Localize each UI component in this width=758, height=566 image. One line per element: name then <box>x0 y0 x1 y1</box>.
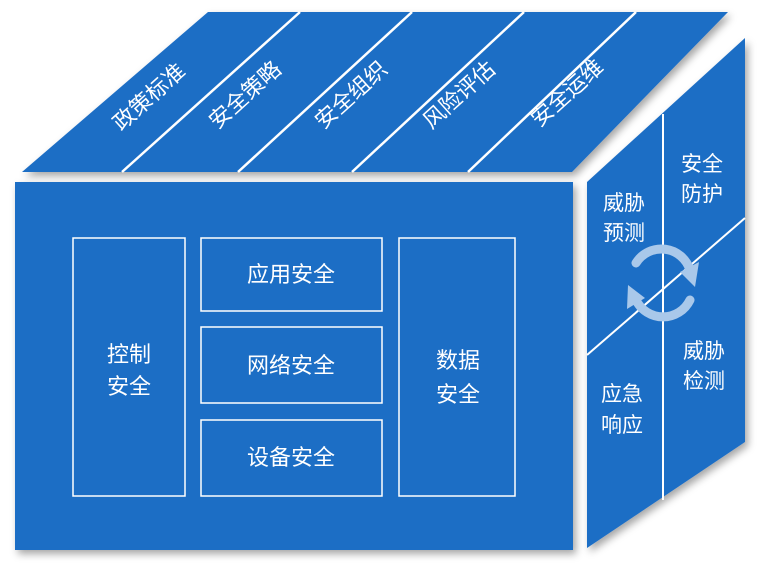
side-face-panel <box>587 38 745 548</box>
device-security-box <box>200 419 383 497</box>
front-face-panel <box>15 182 573 550</box>
top-face-divider <box>237 11 413 173</box>
front-face: 控制 安全 应用安全 网络安全 设备安全 数据 安全 <box>15 182 573 550</box>
threat-detection-label-line1: 威胁 <box>683 339 725 363</box>
circular-arrows-icon <box>627 244 699 322</box>
threat-prediction-label-line1: 威胁 <box>603 191 645 215</box>
data-security-label-line2: 安全 <box>436 383 480 408</box>
control-security-label-line1: 控制 <box>107 343 151 368</box>
top-face-divider <box>351 11 525 173</box>
threat-detection-label-line2: 检测 <box>683 369 725 393</box>
application-security-label: 应用安全 <box>247 263 335 288</box>
side-face-diagonal-divider <box>586 217 746 356</box>
control-security-label-line2: 安全 <box>107 375 151 400</box>
emergency-response-label-line2: 响应 <box>601 413 643 437</box>
threat-prediction-label-line2: 预测 <box>603 221 645 245</box>
security-protection-label-line2: 防护 <box>681 182 723 206</box>
top-face-panel <box>22 12 728 172</box>
top-face-divider <box>467 11 637 173</box>
application-security-box <box>200 237 383 312</box>
device-security-label: 设备安全 <box>247 446 335 471</box>
side-face: 威胁 预测 安全 防护 威胁 检测 应急 响应 <box>586 38 746 548</box>
top-face: 政策标准 安全策略 安全组织 风险评估 安全运维 <box>22 11 728 173</box>
data-security-box <box>398 237 516 497</box>
emergency-response-label-line1: 应急 <box>601 382 643 406</box>
control-security-box <box>72 237 186 497</box>
network-security-box <box>200 326 383 404</box>
top-face-divider <box>121 11 301 173</box>
security-protection-label-line1: 安全 <box>681 152 723 176</box>
network-security-label: 网络安全 <box>247 354 335 379</box>
data-security-label-line1: 数据 <box>436 349 480 374</box>
